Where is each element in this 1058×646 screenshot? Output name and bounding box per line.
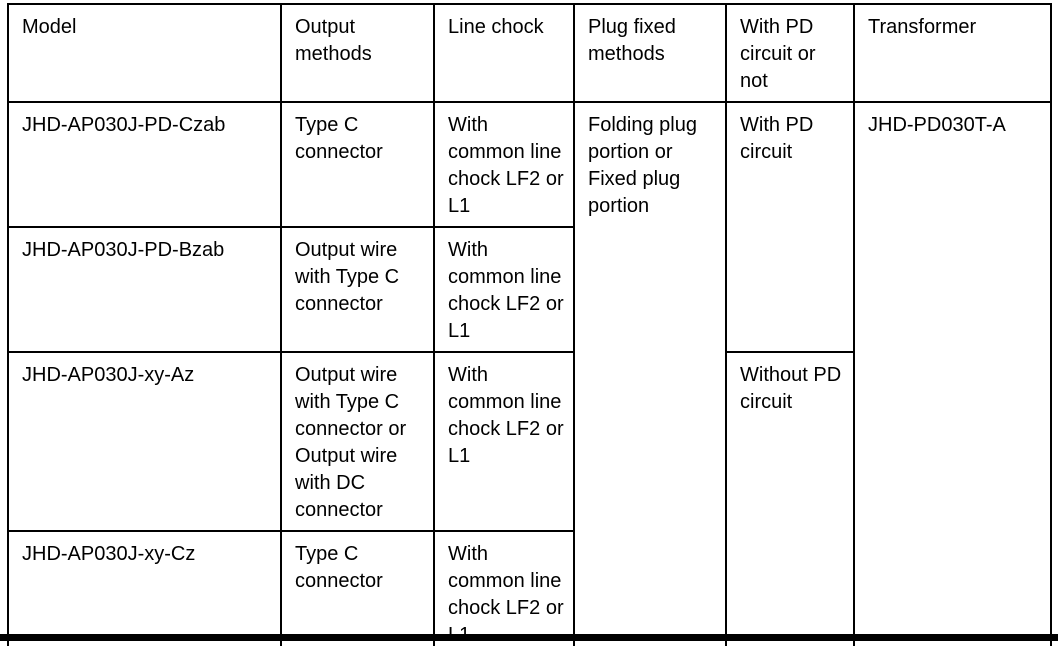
column-header-plug-fixed-methods: Plug fixed methods [573, 3, 727, 103]
cell-model-4: JHD-AP030J-xy-Cz [7, 530, 282, 646]
cell-line-chock-1: With common line chock LF2 or L1 [433, 101, 575, 228]
cell-line-chock-2: With common line chock LF2 or L1 [433, 226, 575, 353]
column-header-transformer: Transformer [853, 3, 1052, 103]
cell-model-2: JHD-AP030J-PD-Bzab [7, 226, 282, 353]
cell-model-3: JHD-AP030J-xy-Az [7, 351, 282, 532]
column-header-line-chock: Line chock [433, 3, 575, 103]
page-bottom-rule [0, 634, 1058, 641]
table-row: JHD-AP030J-PD-Czab Type C connector With… [7, 101, 1052, 646]
table-row: JHD-AP030J-xy-Az Output wire with Type C… [7, 351, 1051, 646]
cell-model-1: JHD-AP030J-PD-Czab [7, 101, 282, 228]
table-header-row: Model Output methods Line chock Plug fix… [7, 3, 1052, 103]
cell-output-methods-2: Output wire with Type C connector [280, 226, 435, 353]
cell-with-pd-circuit-merged: With PD circuit [725, 101, 855, 353]
cell-without-pd-circuit-merged: Without PD circuit [725, 351, 855, 646]
cell-transformer-merged: JHD-PD030T-A [853, 101, 1052, 646]
table-row: JHD-AP030J-xy-Cz Type C connector With c… [7, 530, 1051, 646]
column-header-output-methods: Output methods [280, 3, 435, 103]
spec-table: Model Output methods Line chock Plug fix… [7, 3, 1052, 646]
column-header-model: Model [7, 3, 282, 103]
table-row: JHD-AP030J-PD-Bzab Output wire with Type… [7, 226, 1051, 353]
column-header-pd-circuit: With PD circuit or not [725, 3, 855, 103]
cell-output-methods-1: Type C connector [280, 101, 435, 228]
cell-plug-fixed-methods-merged: Folding plug portion or Fixed plug porti… [573, 101, 727, 646]
cell-line-chock-3: With common line chock LF2 or L1 [433, 351, 575, 532]
cell-output-methods-4: Type C connector [280, 530, 435, 646]
cell-output-methods-3: Output wire with Type C connector or Out… [280, 351, 435, 532]
cell-line-chock-4: With common line chock LF2 or L1 [433, 530, 575, 646]
